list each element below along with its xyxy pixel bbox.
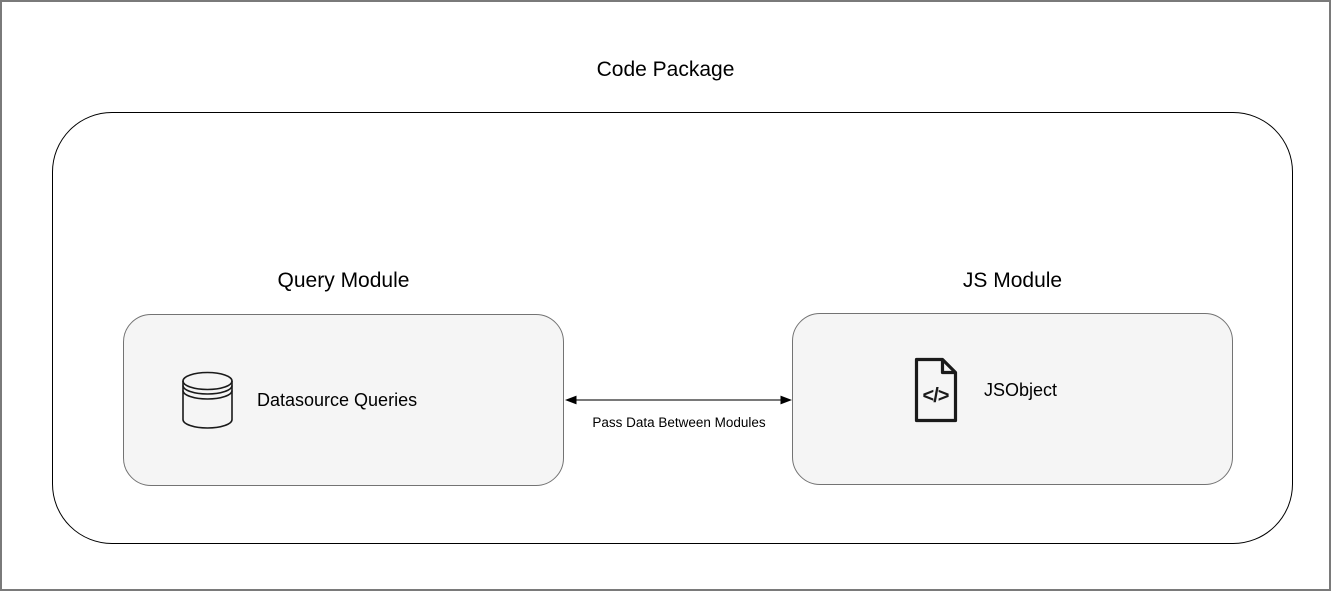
- arrowhead-left-icon: [565, 395, 577, 405]
- js-module-item-label: JSObject: [984, 380, 1058, 400]
- code-file-icon: </>: [913, 357, 959, 423]
- js-module-title: JS Module: [962, 269, 1063, 292]
- query-module-item-label: Datasource Queries: [257, 390, 418, 410]
- query-module-content: Datasource Queries: [181, 371, 417, 429]
- query-module-title: Query Module: [277, 269, 410, 292]
- arrowhead-right-icon: [780, 395, 792, 405]
- query-module-box: Datasource Queries: [123, 314, 564, 486]
- database-icon: [181, 371, 234, 429]
- connector-arrow: [565, 395, 792, 405]
- js-module-content: </> JSObject: [913, 357, 1057, 423]
- js-module-box: </> JSObject: [792, 313, 1233, 485]
- connector-label: Pass Data Between Modules: [592, 415, 766, 430]
- diagram-title: Code Package: [596, 58, 735, 81]
- code-glyph: </>: [923, 385, 949, 407]
